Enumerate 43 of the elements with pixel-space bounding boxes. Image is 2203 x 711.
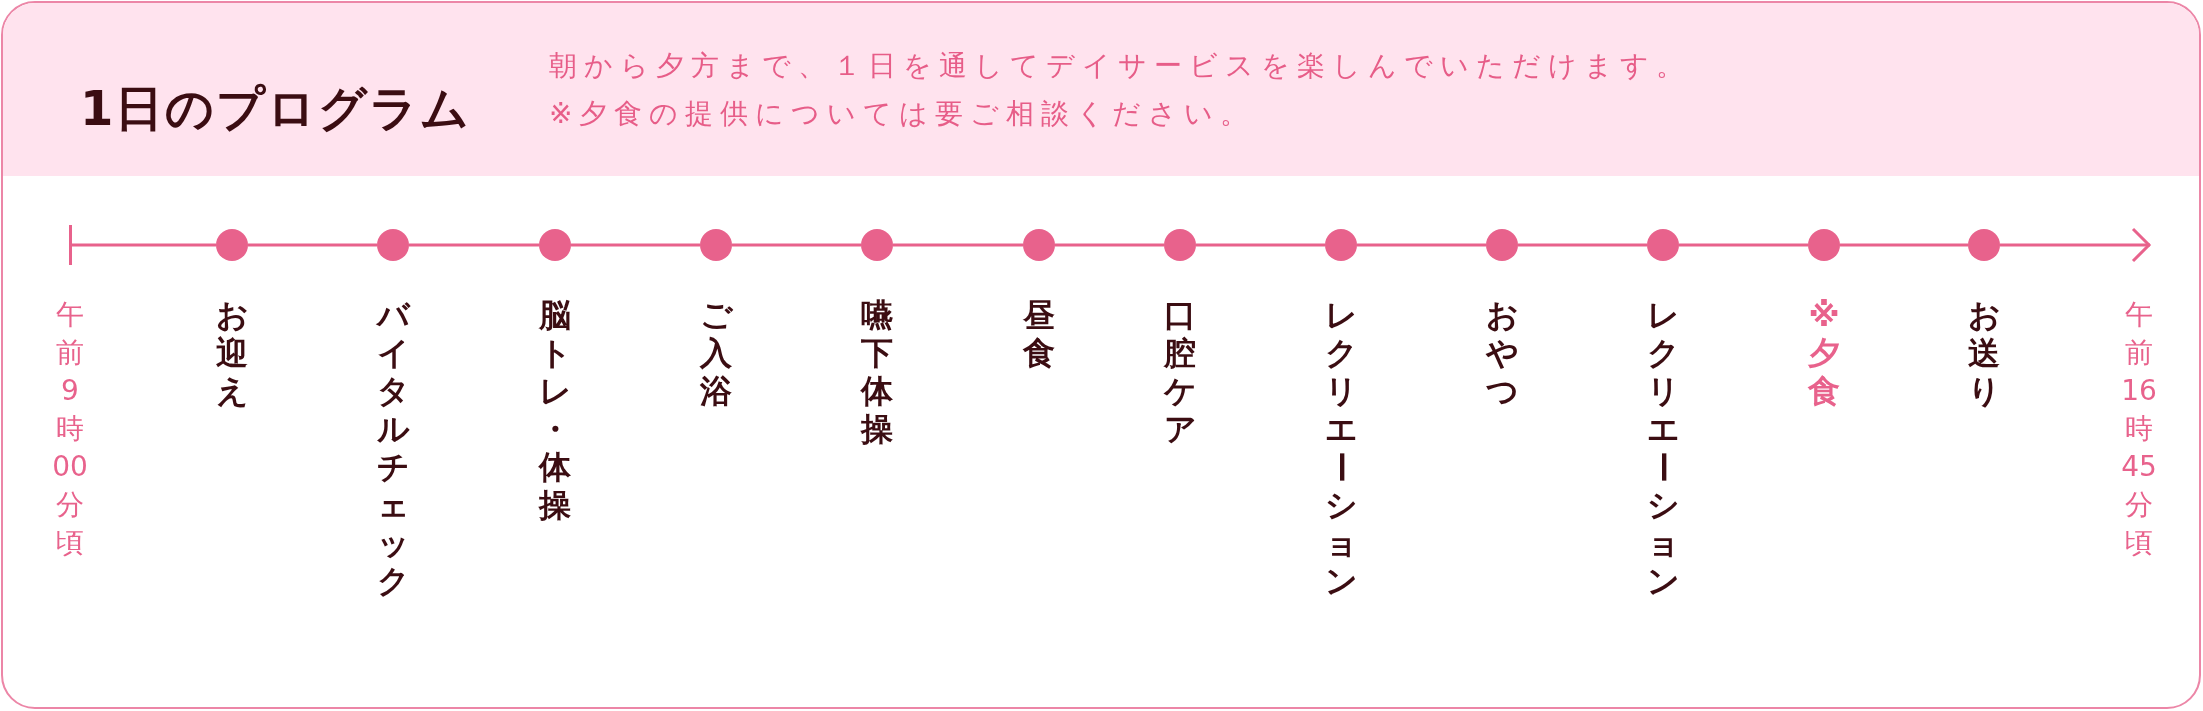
timeline-line xyxy=(571,243,700,247)
activity-label: ご入浴 xyxy=(698,296,734,410)
activity-label: レクリエーション xyxy=(1643,296,1683,600)
activity-label: バイタルチェック xyxy=(375,296,412,600)
timeline-line xyxy=(71,243,216,247)
timeline-dot-icon xyxy=(1647,229,1679,261)
activity-label: ※夕食 xyxy=(1807,296,1841,410)
activity-label: 昼食 xyxy=(1022,296,1056,372)
timeline-line xyxy=(1196,243,1325,247)
timeline-line xyxy=(409,243,539,247)
timeline-dot-icon xyxy=(539,229,571,261)
timeline-dot-icon xyxy=(377,229,409,261)
start-tick-icon xyxy=(68,225,72,265)
activity-label: 口腔ケア xyxy=(1162,296,1198,448)
timeline-dot-icon xyxy=(700,229,732,261)
timeline-dot-icon xyxy=(216,229,248,261)
time-label: 午前9時00分頃 xyxy=(51,297,89,561)
activity-label: 脳トレ・体操 xyxy=(537,296,573,524)
activity-label: おやつ xyxy=(1484,296,1520,410)
timeline-dot-icon xyxy=(1325,229,1357,261)
page-title: 1日のプログラム xyxy=(80,79,472,138)
timeline-line xyxy=(1679,243,1808,247)
description-text: 朝から夕方まで、１日を通してデイサービスを楽しんでいただけます。 xyxy=(549,48,1691,84)
activity-label: お迎え xyxy=(214,296,250,410)
timeline-line xyxy=(1518,243,1647,247)
activity-label: レクリエーション xyxy=(1321,296,1361,600)
activity-label: 嚥下体操 xyxy=(859,296,894,448)
timeline-line xyxy=(248,243,377,247)
activity-label: お送り xyxy=(1966,296,2002,410)
time-label: 午前16時45分頃 xyxy=(2120,297,2158,561)
timeline-dot-icon xyxy=(1486,229,1518,261)
timeline-dot-icon xyxy=(1968,229,2000,261)
timeline-dot-icon xyxy=(1023,229,1055,261)
timeline-line xyxy=(893,243,1023,247)
timeline-line xyxy=(732,243,861,247)
timeline-arrow xyxy=(2000,227,2151,263)
note-text: ※夕食の提供については要ご相談ください。 xyxy=(549,96,1256,132)
timeline-line xyxy=(1840,243,1968,247)
timeline-dot-icon xyxy=(1164,229,1196,261)
timeline-dot-icon xyxy=(861,229,893,261)
timeline-line xyxy=(1055,243,1164,247)
timeline-line xyxy=(1357,243,1486,247)
timeline-dot-icon xyxy=(1808,229,1840,261)
